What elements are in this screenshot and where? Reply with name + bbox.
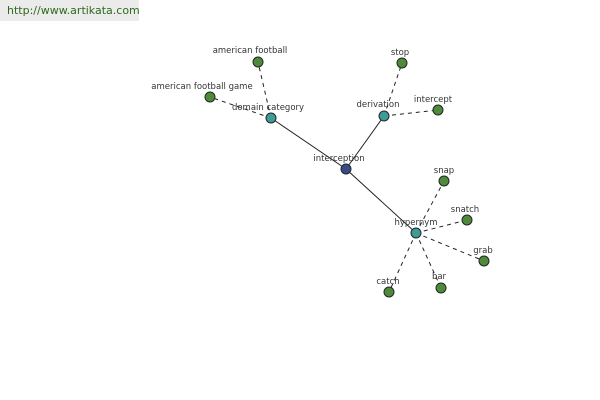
relation-node-derivation[interactable] (378, 110, 390, 122)
edge-root-derivation (345, 115, 385, 170)
term-label-snatch: snatch (451, 205, 479, 215)
relation-node-hypernym[interactable] (410, 227, 422, 239)
term-node-bar[interactable] (435, 282, 447, 294)
term-node-stop[interactable] (396, 57, 408, 69)
term-label-stop: stop (391, 48, 409, 58)
term-node-intercept[interactable] (432, 104, 444, 116)
root-node[interactable] (340, 163, 352, 175)
graph-edges (209, 61, 485, 293)
edge-domain-category-american-football-game (209, 96, 272, 119)
term-node-snatch[interactable] (461, 214, 473, 226)
edge-derivation-stop (383, 62, 403, 117)
source-url-banner[interactable]: http://www.artikata.com (0, 0, 140, 21)
term-label-american-football-game: american football game (151, 82, 252, 92)
edge-domain-category-american-football (257, 61, 272, 119)
edge-root-hypernym (345, 168, 417, 234)
edge-hypernym-snap (415, 180, 445, 234)
term-label-catch: catch (376, 277, 399, 287)
term-node-grab[interactable] (478, 255, 490, 267)
root-label: interception (313, 154, 364, 164)
relation-node-domain-category[interactable] (265, 112, 277, 124)
relation-label-hypernym: hypernym (394, 218, 437, 228)
term-label-bar: bar (432, 272, 447, 282)
term-label-grab: grab (473, 246, 493, 256)
edge-hypernym-bar (415, 232, 442, 289)
edge-root-domain-category (270, 117, 347, 170)
edge-hypernym-snatch (415, 219, 468, 234)
term-node-snap[interactable] (438, 175, 450, 187)
graph-nodes (204, 56, 490, 298)
term-node-catch[interactable] (383, 286, 395, 298)
term-label-american-football: american football (213, 46, 288, 56)
relation-label-derivation: derivation (356, 100, 399, 110)
term-node-american-football[interactable] (252, 56, 264, 68)
term-label-snap: snap (434, 166, 454, 176)
relation-label-domain-category: domain category (232, 103, 304, 113)
term-label-intercept: intercept (414, 95, 453, 105)
edge-derivation-intercept (383, 109, 439, 117)
term-node-american-football-game[interactable] (204, 91, 216, 103)
edge-hypernym-catch (388, 232, 417, 293)
graph-labels: american football american football game d… (151, 46, 492, 287)
